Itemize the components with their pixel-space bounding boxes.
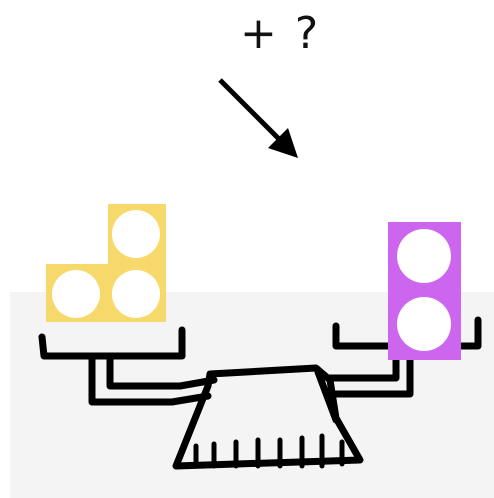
peg-hole [52,270,100,318]
peg-hole [397,297,451,351]
peg-hole [112,210,160,258]
arrow-icon [218,78,298,158]
yellow-block-left-pan [46,204,166,322]
left-pan-tray [38,326,186,360]
right-arm [332,342,414,398]
purple-block-right-pan [388,222,461,360]
left-arm [88,352,212,406]
peg-hole [397,229,451,283]
peg-hole [112,270,160,318]
question-label: + ? [240,8,321,59]
